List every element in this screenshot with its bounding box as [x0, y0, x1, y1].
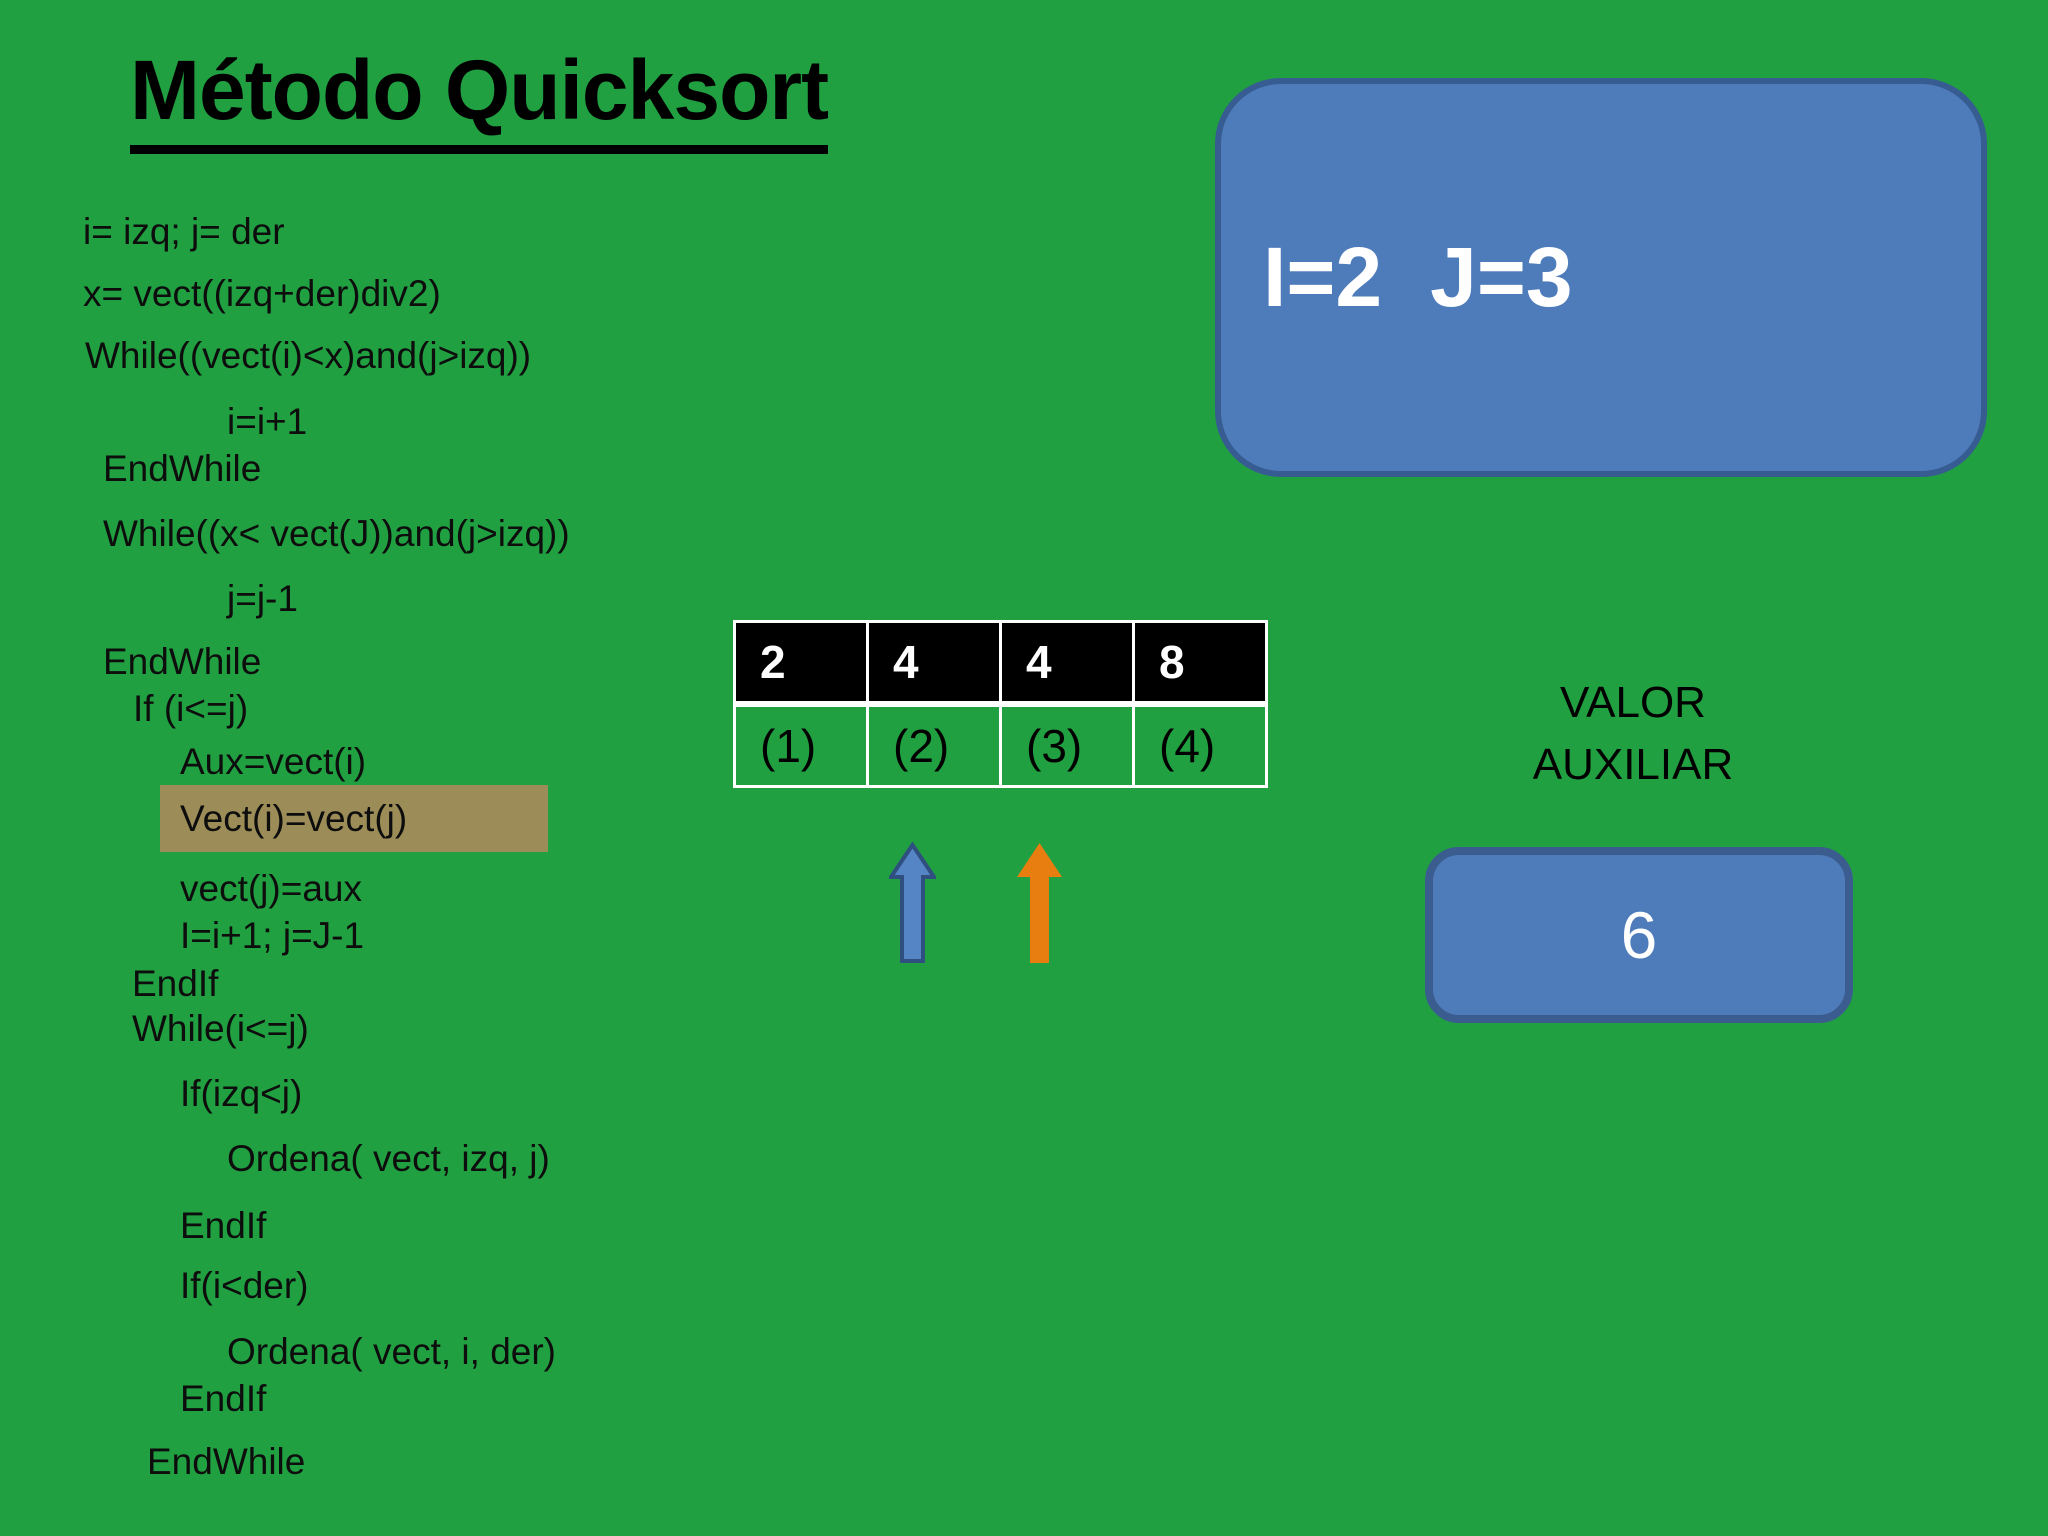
aux-value: 6 — [1620, 898, 1658, 972]
code-line: While(i<=j) — [132, 1008, 309, 1049]
code-line: If(izq<j) — [180, 1073, 303, 1114]
aux-label: VALOR AUXILIAR — [1433, 672, 1833, 796]
code-line: EndWhile — [147, 1441, 306, 1482]
code-line: i=i+1 — [227, 401, 308, 442]
code-line: While((vect(i)<x)and(j>izq)) — [85, 335, 532, 376]
code-line: j=j-1 — [227, 578, 298, 619]
aux-value-box: 6 — [1425, 847, 1853, 1023]
code-line: EndIf — [180, 1378, 267, 1419]
j-value-label: J=3 — [1430, 230, 1573, 324]
array-value-cell: 2 — [736, 623, 866, 701]
ij-status-box: I=2 J=3 — [1215, 78, 1987, 477]
array-index-cell: (4) — [1135, 707, 1265, 785]
i-value-label: I=2 — [1263, 230, 1383, 324]
code-line: EndIf — [132, 963, 219, 1004]
blue-up-arrow-shape — [889, 842, 936, 963]
array-value-cell: 4 — [1002, 623, 1132, 701]
code-line: Ordena( vect, i, der) — [227, 1331, 557, 1372]
blue-up-arrow-icon — [889, 842, 936, 963]
array-value-cell: 8 — [1135, 623, 1265, 701]
code-line: EndIf — [180, 1205, 267, 1246]
orange-up-arrow-icon — [1017, 843, 1062, 963]
code-line: While((x< vect(J))and(j>izq)) — [103, 513, 570, 554]
code-line: Ordena( vect, izq, j) — [227, 1138, 550, 1179]
code-line: EndWhile — [103, 448, 262, 489]
slide-title: Método Quicksort — [130, 42, 829, 154]
code-line: If (i<=j) — [133, 688, 249, 729]
code-line: x= vect((izq+der)div2) — [83, 273, 441, 314]
code-line: i= izq; j= der — [83, 211, 285, 252]
code-line: If(i<der) — [180, 1265, 309, 1306]
array-index-cell: (1) — [736, 707, 866, 785]
code-line: EndWhile — [103, 641, 262, 682]
code-line: I=i+1; j=J-1 — [180, 915, 365, 956]
aux-label-line1: VALOR — [1560, 678, 1706, 727]
array-index-cell: (3) — [1002, 707, 1132, 785]
code-line-highlighted: Vect(i)=vect(j) — [160, 785, 548, 852]
orange-up-arrow-shape — [1017, 843, 1062, 963]
array-index-cell: (2) — [869, 707, 999, 785]
array-value-cell: 4 — [869, 623, 999, 701]
aux-label-line2: AUXILIAR — [1532, 740, 1734, 789]
code-line: Aux=vect(i) — [180, 741, 367, 782]
code-line: vect(j)=aux — [180, 868, 362, 909]
